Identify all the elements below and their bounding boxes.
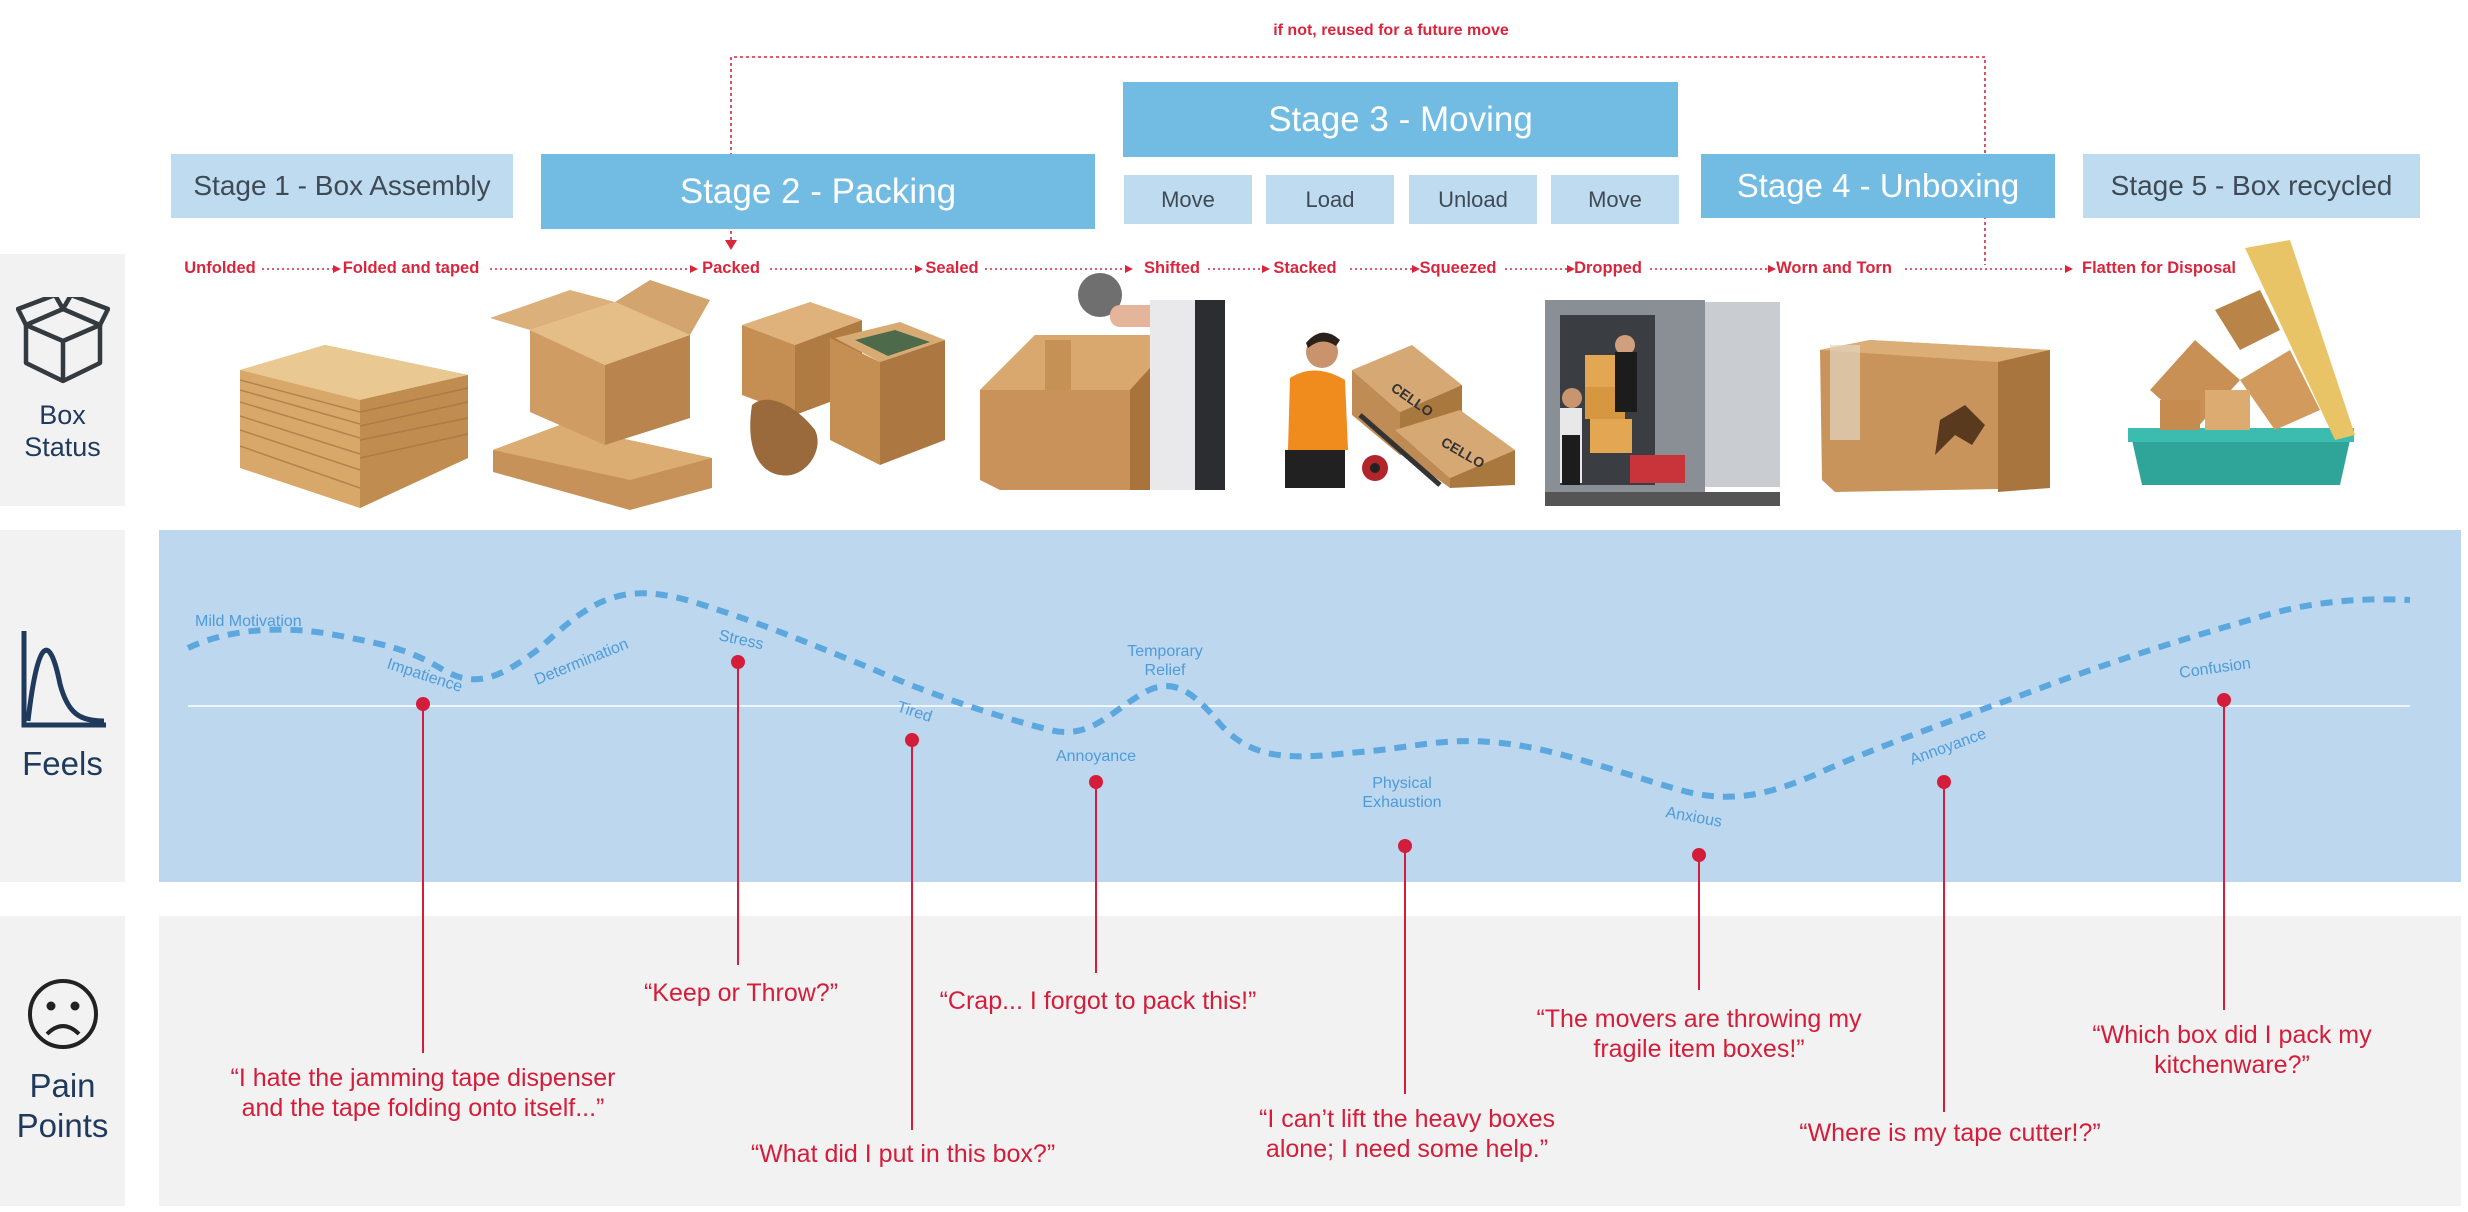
feels-label: Feels: [22, 745, 103, 782]
pain-tape-dispenser: “I hate the jamming tape dispenser and t…: [230, 1064, 616, 1122]
status-worn-and-torn: Worn and Torn: [1776, 259, 1892, 277]
substep-move-1: Move: [1124, 175, 1252, 224]
recycle-bin-image: [2128, 240, 2355, 485]
status-unfolded: Unfolded: [184, 259, 256, 277]
status-sealed: Sealed: [925, 259, 979, 277]
pain-points-label: Pain Points: [16, 1067, 109, 1144]
stage-2-packing: Stage 2 - Packing: [541, 154, 1095, 229]
pain-what-in-box: “What did I put in this box?”: [750, 1140, 1056, 1168]
feel-annoyance-1: Annoyance: [1055, 748, 1137, 765]
box-status-label: Box Status: [24, 400, 101, 462]
feel-mild-motivation: Mild Motivation: [195, 613, 302, 630]
recycle-note: if not, reused for a future move: [1273, 22, 1509, 39]
pain-forgot-to-pack: “Crap... I forgot to pack this!”: [939, 987, 1257, 1015]
status-packed: Packed: [702, 259, 760, 277]
status-flow-arrows: [262, 265, 2073, 273]
pain-dot-2: [731, 655, 745, 669]
pain-dot-4: [1089, 775, 1103, 789]
pain-dot-1: [416, 697, 430, 711]
box-status-row-label: Box Status: [0, 254, 125, 506]
status-stacked: Stacked: [1273, 259, 1337, 277]
box-status-illustrations: CELLO CELLO: [239, 240, 2355, 510]
feel-stress: Stress: [717, 627, 765, 653]
packed-box-image: [742, 302, 945, 476]
pain-dot-7: [1937, 775, 1951, 789]
truck-loading-image: [1545, 300, 1780, 506]
recycle-loop-connector: [725, 56, 1986, 265]
sealed-box-image: [980, 273, 1225, 490]
pain-dot-3: [905, 733, 919, 747]
feels-row-label: Feels: [0, 530, 125, 882]
pain-heavy-boxes: “I can’t lift the heavy boxes alone; I n…: [1259, 1105, 1555, 1163]
box-icon: [15, 297, 110, 384]
pain-points-band: [159, 916, 2461, 1206]
status-squeezed: Squeezed: [1419, 259, 1497, 277]
stage-3-moving: Stage 3 - Moving: [1123, 82, 1678, 157]
status-dropped: Dropped: [1574, 259, 1642, 277]
stacked-boxes-dolly-image: CELLO CELLO: [1285, 332, 1515, 488]
pain-dot-8: [2217, 693, 2231, 707]
pain-dot-6: [1692, 848, 1706, 862]
pain-tape-cutter: “Where is my tape cutter!?”: [1799, 1119, 2101, 1147]
sad-face-icon: [27, 979, 98, 1049]
emotion-curve: [186, 590, 2411, 800]
pain-kitchenware: “Which box did I pack my kitchenware?”: [2092, 1021, 2372, 1079]
worn-torn-box-image: [1820, 340, 2050, 492]
folded-boxes-image: [490, 280, 712, 510]
feel-annoyance-2: Annoyance: [1908, 725, 1989, 768]
status-flatten-for-disposal: Flatten for Disposal: [2081, 259, 2237, 277]
pain-keep-or-throw: “Keep or Throw?”: [643, 979, 839, 1007]
unfolded-boxes-image: [239, 345, 469, 508]
substep-unload: Unload: [1409, 175, 1537, 224]
feel-physical-exhaustion: Physical Exhaustion: [1362, 775, 1442, 811]
status-shifted: Shifted: [1144, 259, 1200, 277]
stage-5-box-recycled: Stage 5 - Box recycled: [2083, 154, 2420, 218]
pain-points-row-label: Pain Points: [0, 916, 125, 1206]
pain-dot-5: [1398, 839, 1412, 853]
bell-curve-icon: [21, 631, 106, 728]
pain-movers-throwing: “The movers are throwing my fragile item…: [1536, 1005, 1862, 1063]
substep-load: Load: [1266, 175, 1394, 224]
feel-anxious: Anxious: [1664, 804, 1723, 831]
feel-temporary-relief: Temporary Relief: [1127, 643, 1203, 679]
substep-move-2: Move: [1551, 175, 1679, 224]
feel-impatience: Impatience: [385, 656, 465, 696]
stage-1-box-assembly: Stage 1 - Box Assembly: [171, 154, 513, 218]
stage-4-unboxing: Stage 4 - Unboxing: [1701, 154, 2055, 218]
feel-tired: Tired: [895, 699, 934, 726]
status-folded-and-taped: Folded and taped: [342, 259, 480, 277]
feel-confusion: Confusion: [2178, 655, 2252, 682]
